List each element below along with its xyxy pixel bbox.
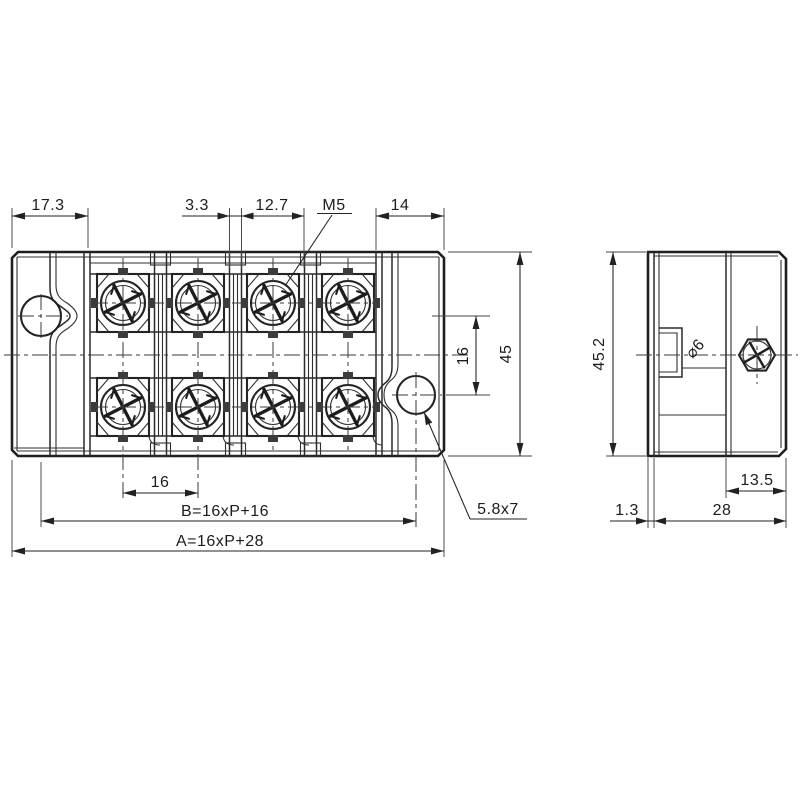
dim-label-17-3: 17.3 [31,197,64,214]
dim-label-3-3: 3.3 [185,197,209,214]
dim-label-13-5: 13.5 [740,472,773,489]
dimension-13-5: 13.5 [725,458,787,528]
front-body-outline [10,250,446,458]
dimension-45: 45 [448,251,532,457]
dim-label-45-2: 45.2 [591,337,608,370]
side-body-outline [646,250,788,458]
dim-label-16-pitch: 16 [151,474,170,491]
front-dimensions: 17.3 3.3 12.7 M5 14 [11,197,532,557]
dim-label-16-offset: 16 [455,347,472,366]
front-centerlines [4,258,468,500]
dimension-17-3: 17.3 [11,197,89,248]
dimension-1-3-and-28: 1.3 28 [610,458,786,528]
dim-label-a: A=16xP+28 [176,533,264,550]
side-centerlines [636,326,798,384]
side-dimensions: 45.2 13.5 1.3 28 [591,251,787,528]
slot-callout: 5.8x7 [423,411,527,520]
dim-label-1-3: 1.3 [615,502,639,519]
dimension-14: 14 [375,197,445,250]
dimension-16-hole-offset: 16 [432,315,490,396]
front-right-mount [377,252,442,527]
side-step-notch [659,327,726,416]
terminal-partitions [83,251,383,457]
dim-label-m5: M5 [322,197,345,214]
front-left-mount [14,252,84,456]
front-view [4,250,468,527]
dimension-b: B=16xP+16 [40,462,416,527]
dimension-a: A=16xP+28 [11,460,445,557]
dim-label-14: 14 [391,197,410,214]
dim-label-28: 28 [713,502,732,519]
dimension-16-pitch: 16 [123,474,198,497]
dim-label-b: B=16xP+16 [181,503,269,520]
dimension-3-3-and-12-7: 3.3 12.7 [182,197,305,268]
dimension-45-2: 45.2 [591,251,646,457]
dim-label-12-7: 12.7 [255,197,288,214]
thread-callout-m5: M5 [284,197,352,287]
dim-label-45: 45 [498,345,515,364]
dim-label-5-8x7: 5.8x7 [477,501,519,518]
side-view: ⌀6 [636,250,798,458]
